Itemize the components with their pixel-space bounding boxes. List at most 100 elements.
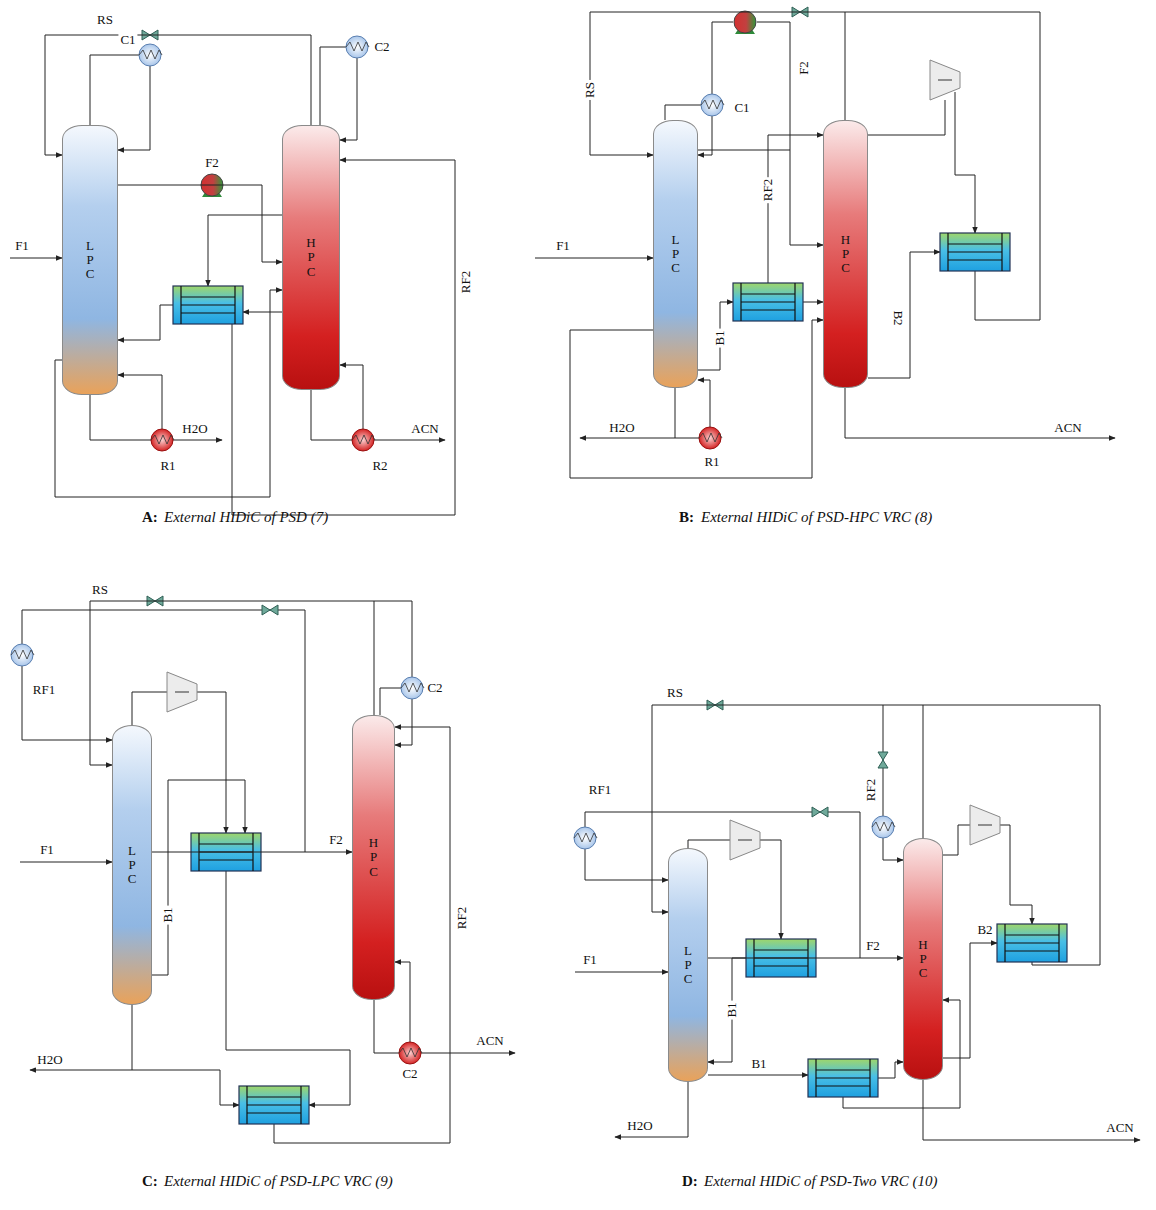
pipe [768,135,823,283]
stream-connector [590,12,845,155]
stream-label: C1 [118,33,137,48]
stream-connector [698,150,823,245]
pipe [923,1080,1140,1140]
pipe [320,47,346,125]
pipe [118,375,162,429]
stream-label: C2 [400,1067,419,1082]
stream-label: ACN [474,1034,505,1049]
pipe [760,840,781,939]
condenser [574,827,597,849]
pipe [868,252,940,378]
pipe [580,438,675,439]
stream-label: H2O [625,1119,654,1134]
caption: External HIDiC of PSD-HPC VRC (8) [699,509,934,526]
pipe [132,1070,239,1105]
distillation-column: L P C [62,125,118,395]
heat-exchanger [239,1086,309,1124]
pipe [22,610,305,852]
stream-label: R2 [370,459,389,474]
condenser [701,94,724,116]
pipe [243,312,282,313]
pipe [118,66,150,150]
column-label: H P C [305,236,318,279]
pipe [698,302,733,370]
pipe [226,871,350,1105]
distillation-column: L P C [653,120,698,388]
distillation-column: H P C [823,120,868,388]
caption: C: [140,1173,160,1190]
pipe [757,22,790,150]
distillation-column: H P C [903,838,943,1080]
compressor [930,60,960,100]
stream-label: B2 [975,923,994,938]
pipe [708,1075,808,1076]
reboiler [699,427,722,449]
stream-label: C2 [372,40,391,55]
heat-exchanger [940,233,1010,271]
stream-label: C2 [425,681,444,696]
column-label: H P C [839,233,852,276]
stream-connector [708,958,903,959]
pipe [421,1053,515,1054]
process-pipes [575,705,1140,1140]
pipe [878,1062,903,1078]
pipe [173,440,222,441]
stream-label: ACN [409,422,440,437]
pipe [132,692,167,725]
pipe [311,390,352,440]
pipe [90,395,151,440]
pipe [708,958,746,1062]
stream-label: H2O [35,1053,64,1068]
condenser [401,677,424,699]
pipe [22,666,112,740]
condenser [346,36,369,58]
pipe [923,705,1100,965]
stream-label: F1 [38,843,56,858]
caption: D: [680,1173,700,1190]
stream-label: B1 [725,1000,740,1019]
stream-label: F2 [203,156,221,171]
pipe [340,365,363,429]
pipe [688,840,730,848]
stream-label: RF2 [761,177,776,203]
stream-label: RF1 [587,783,613,798]
stream-label: B2 [891,308,906,327]
pipe [20,862,112,863]
column-label: H P C [917,938,930,981]
process-pipes [10,47,455,515]
pipe [374,601,412,677]
pipe [374,440,445,441]
stream-label: RS [95,13,115,28]
pump [734,11,756,34]
pipe [1000,825,1032,924]
caption: B: [677,509,696,526]
stream-connector [152,852,352,853]
pipe [232,160,455,515]
condenser [11,644,34,666]
reboiler [352,429,375,451]
stream-label: RF2 [864,777,879,803]
stream-connector [118,185,282,262]
stream-label: RS [90,583,110,598]
caption: External HIDiC of PSD (7) [162,509,330,526]
stream-label: R1 [702,455,721,470]
pipe [845,12,1040,320]
heat-exchanger [173,286,243,324]
pipe [575,972,668,973]
column-label: H P C [367,836,380,879]
distillation-column: L P C [112,725,152,1005]
pipe [883,838,903,860]
pipe [340,58,357,140]
condenser [139,44,162,66]
pipe [152,780,245,975]
caption: A: [140,509,160,526]
valve [262,605,278,615]
valve [878,752,888,768]
stream-label: F1 [13,239,31,254]
stream-label: B1 [161,905,176,924]
stream-label: B1 [749,1057,768,1072]
compressor [730,820,760,860]
heat-exchanger [997,924,1067,962]
